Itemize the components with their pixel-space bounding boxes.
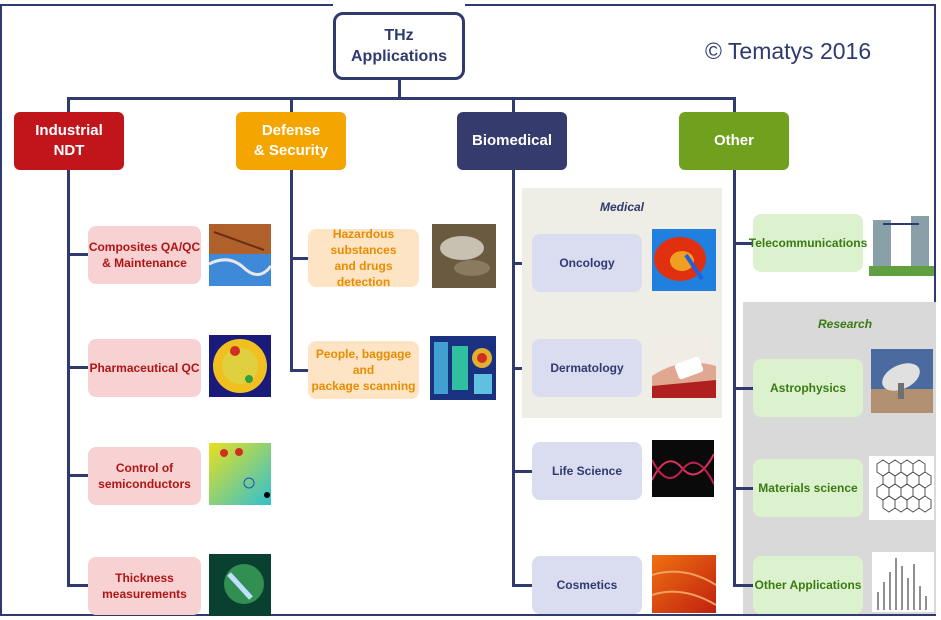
root-stem	[398, 80, 401, 98]
leaf-composites: Composites QA/QC & Maintenance	[88, 226, 201, 284]
root-node: THz Applications	[333, 12, 465, 80]
branch-ind-3	[67, 474, 88, 477]
leaf-life-science: Life Science	[532, 442, 642, 500]
category-industrial-ndt: Industrial NDT	[14, 112, 124, 170]
category-biomedical: Biomedical	[457, 112, 567, 170]
leaf-cosmetics: Cosmetics	[532, 556, 642, 614]
tablet-scan-image	[209, 335, 271, 397]
leaf-dermatology: Dermatology	[532, 339, 642, 397]
spine-defense	[290, 170, 293, 372]
branch-oth-1	[733, 242, 753, 245]
drop-industrial	[67, 97, 70, 112]
drop-other	[733, 97, 736, 112]
substance-image	[432, 224, 496, 288]
branch-def-2	[290, 369, 308, 372]
thickness-probe-image	[209, 554, 271, 616]
skin-texture-image	[652, 555, 716, 613]
body-scan-image	[430, 336, 496, 400]
spine-industrial	[67, 170, 70, 587]
skin-bandage-image	[652, 336, 716, 398]
branch-oth-2	[733, 387, 753, 390]
radio-telescope-image	[871, 349, 933, 413]
frame-top-right	[465, 4, 936, 6]
category-defense-security: Defense & Security	[236, 112, 346, 170]
leaf-people-scanning: People, baggage and package scanning	[308, 341, 419, 399]
branch-ind-2	[67, 366, 88, 369]
category-other: Other	[679, 112, 789, 170]
medical-panel-title: Medical	[600, 200, 645, 214]
leaf-hazardous: Hazardous substances and drugs detection	[308, 227, 419, 289]
spectrum-peaks-image	[872, 552, 934, 612]
leaf-astrophysics: Astrophysics	[753, 359, 863, 417]
spine-biomedical	[512, 170, 515, 587]
category-bar	[67, 97, 735, 100]
wafer-scan-image	[209, 443, 271, 505]
branch-oth-4	[733, 584, 753, 587]
leaf-materials-science: Materials science	[753, 459, 863, 517]
branch-bio-3	[512, 470, 532, 473]
leaf-thickness: Thickness measurements	[88, 557, 201, 615]
leaf-telecommunications: Telecommunications	[749, 214, 867, 272]
branch-bio-4	[512, 584, 532, 587]
branch-oth-3	[733, 487, 753, 490]
graphene-lattice-image	[869, 456, 934, 520]
antenna-towers-image	[869, 210, 934, 276]
drop-biomedical	[512, 97, 515, 112]
leaf-pharmaceutical: Pharmaceutical QC	[88, 339, 201, 397]
leaf-other-applications: Other Applications	[753, 556, 863, 614]
leaf-oncology: Oncology	[532, 234, 642, 292]
branch-ind-1	[67, 253, 88, 256]
research-panel-title: Research	[818, 317, 873, 331]
drop-defense	[290, 97, 293, 112]
tumor-thermal-image	[652, 229, 716, 291]
copyright-text: © Tematys 2016	[705, 38, 872, 64]
branch-ind-4	[67, 584, 88, 587]
composite-scan-image	[209, 224, 271, 286]
leaf-semiconductors: Control of semiconductors	[88, 447, 201, 505]
dna-helix-image	[652, 440, 714, 497]
frame-top-left	[0, 4, 333, 6]
branch-def-1	[290, 257, 308, 260]
spine-other	[733, 170, 736, 587]
